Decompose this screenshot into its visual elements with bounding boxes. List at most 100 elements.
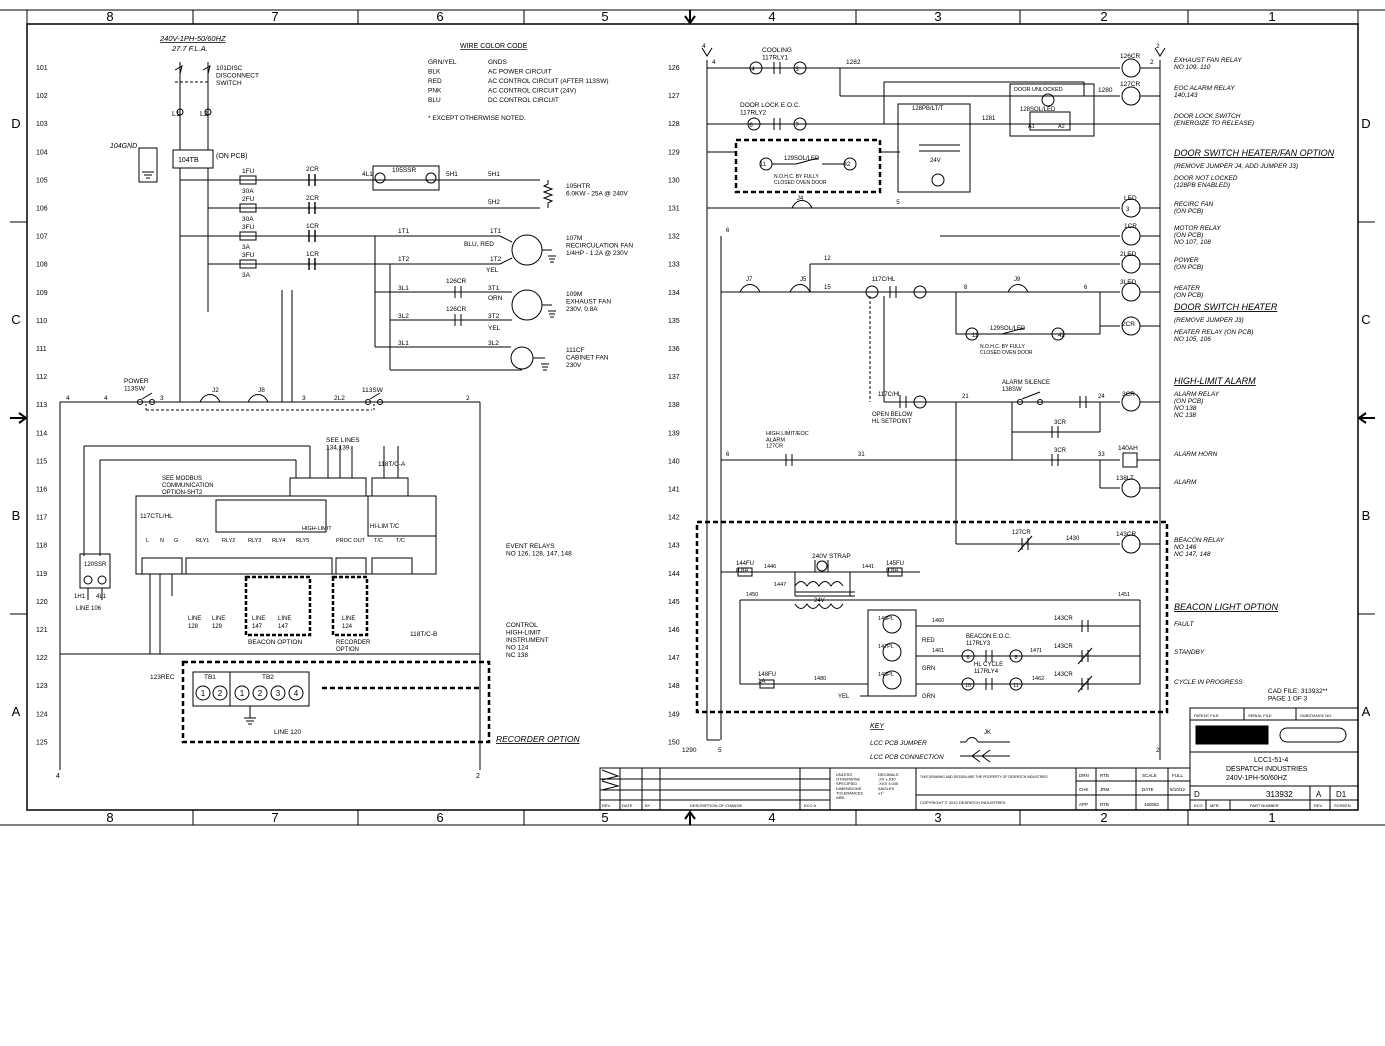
text-line: OPTION [336, 647, 359, 653]
wire-node: 1462 [1032, 676, 1044, 682]
text-line: ALARM [1173, 479, 1197, 486]
wire-desc: AC POWER CIRCUIT [488, 69, 552, 76]
w1430: 1430 [1066, 536, 1080, 542]
legend-jk: JK [984, 730, 991, 736]
text-line: 111CF [566, 347, 585, 354]
line-number: 148 [668, 683, 680, 690]
line-number: 106 [36, 206, 48, 213]
wire-node: 1441 [862, 564, 874, 570]
terminal-pin-number: 1 [201, 689, 206, 698]
beacon-light-option-box [697, 522, 1167, 712]
text-line: BEACON LIGHT OPTION [1174, 602, 1279, 612]
pin-number: 11 [760, 162, 767, 168]
rev-col: ECO # [804, 803, 817, 808]
terminal-pin [196, 686, 210, 700]
recorder-option-box [183, 662, 489, 742]
tb-header: SUBSTANCE NO. [1300, 713, 1332, 718]
ssr-105 [373, 166, 439, 190]
wire-code: PNK [428, 88, 442, 95]
node-21: 21 [962, 394, 969, 400]
door-switch-label: 128PB/LT/T [912, 106, 944, 112]
scale-label: SCALE [1142, 773, 1157, 778]
text-line: 101DISC [216, 65, 243, 72]
text-line: ±1° [878, 790, 884, 795]
description: DOOR SWITCH HEATER [1174, 302, 1278, 312]
relay-2cr-b: 2CR [306, 195, 319, 202]
title-block [1190, 708, 1358, 810]
recorder-label: 123REC [150, 674, 175, 681]
ssr-120 [80, 554, 110, 588]
scale-value: FULL [1172, 773, 1184, 778]
text-line: (128PB ENABLED) [1174, 182, 1230, 189]
terminal-pin [253, 686, 267, 700]
dwg-sheet: D1 [1336, 790, 1347, 799]
beacon-eoc: BEACON E.O.C.117RLY3 [966, 634, 1011, 647]
legend-conn: LCC PCB CONNECTION [870, 754, 944, 761]
description: FAULT [1174, 621, 1195, 628]
copyright: COPYRIGHT © 2012 DESPATCH INDUSTRIES [920, 800, 1006, 805]
text-line: 147 [252, 624, 263, 630]
wire-node: 2 [1156, 43, 1160, 50]
description: MOTOR RELAY(ON PCB)NO 107, 108 [1174, 225, 1221, 246]
text-line: NO 105, 106 [1174, 336, 1211, 343]
rev-col: DESCRIPTION OF CHANGE [690, 803, 743, 808]
text-line: SWITCH [216, 80, 242, 87]
coil-label: 1CR [1124, 223, 1137, 230]
text-line: 117RLY4 [974, 669, 999, 675]
terminal-pin-number: 1 [240, 689, 245, 698]
zone-row-left: B [12, 508, 21, 523]
text-line: 124 [342, 624, 353, 630]
title-line-2: DESPATCH INDUSTRIES [1226, 766, 1308, 773]
wire-node: 4 [104, 395, 108, 402]
rev-col: BY [645, 803, 651, 808]
text-line: N.O.H.C. BY FULLY [980, 344, 1025, 350]
ssr120-label: 120SSR [84, 562, 107, 568]
wire-code: RED [428, 78, 442, 85]
wire-node: 15 [824, 285, 831, 291]
fuse-rating: 30A [242, 188, 254, 195]
pin-number: 42 [844, 162, 851, 168]
text-line: (ENERGIZE TO RELEASE) [1174, 120, 1254, 127]
text-line: CYCLE IN PROGRESS [1174, 679, 1243, 686]
coil-label: 143CR [1116, 531, 1137, 538]
wire-tag: 5H1 [488, 171, 500, 178]
beacon-option-box [246, 577, 310, 635]
text-line: BEACON E.O.C. [966, 634, 1011, 640]
text-line: ALARM HORN [1173, 451, 1218, 458]
ground-104gnd [139, 148, 157, 182]
relay-126cr-b: 126CR [446, 306, 467, 313]
line-number: 138 [668, 402, 680, 409]
wire-tag: 4L1 [362, 171, 373, 178]
rev-col: REV [602, 803, 611, 808]
text-line: 1/4HP - 1.2A @ 230V [566, 250, 629, 257]
node-24: 24 [1098, 394, 1105, 400]
text-line: DOOR SWITCH HEATER/FAN OPTION [1174, 148, 1335, 158]
hl-tc: HI-LIM T/C [370, 524, 400, 530]
text-line: 230V [566, 362, 582, 369]
beacon-strap: 240V STRAP [812, 553, 851, 560]
text-line: EXHAUST FAN [566, 298, 611, 305]
wire-node: 1461 [932, 648, 944, 654]
fuse-rating: 3A [242, 272, 251, 279]
wire-tag: 1T2 [398, 256, 410, 263]
pin-number: 8 [1014, 655, 1017, 661]
supply-fla: 27.7 F.L.A. [171, 44, 208, 53]
pin-number: 6 [966, 655, 969, 661]
description: BEACON LIGHT OPTION [1174, 602, 1279, 612]
pcb-pin: N [160, 538, 164, 544]
dwg-rev: A [1316, 790, 1322, 799]
wire-node: 4 [712, 59, 716, 66]
terminal-104tb [173, 150, 213, 168]
cr3-a: 3CR [1054, 420, 1067, 426]
beacon-option-label: BEACON OPTION [248, 639, 302, 646]
pcb-pin: RLY5 [296, 538, 309, 544]
wire-color: YEL [486, 267, 499, 274]
wire-node: 2 [1150, 59, 1154, 66]
wire-node: 3 [302, 395, 306, 402]
zone-row-right: D [1361, 116, 1370, 131]
text-line: CLOSED OVEN DOOR [774, 180, 827, 186]
